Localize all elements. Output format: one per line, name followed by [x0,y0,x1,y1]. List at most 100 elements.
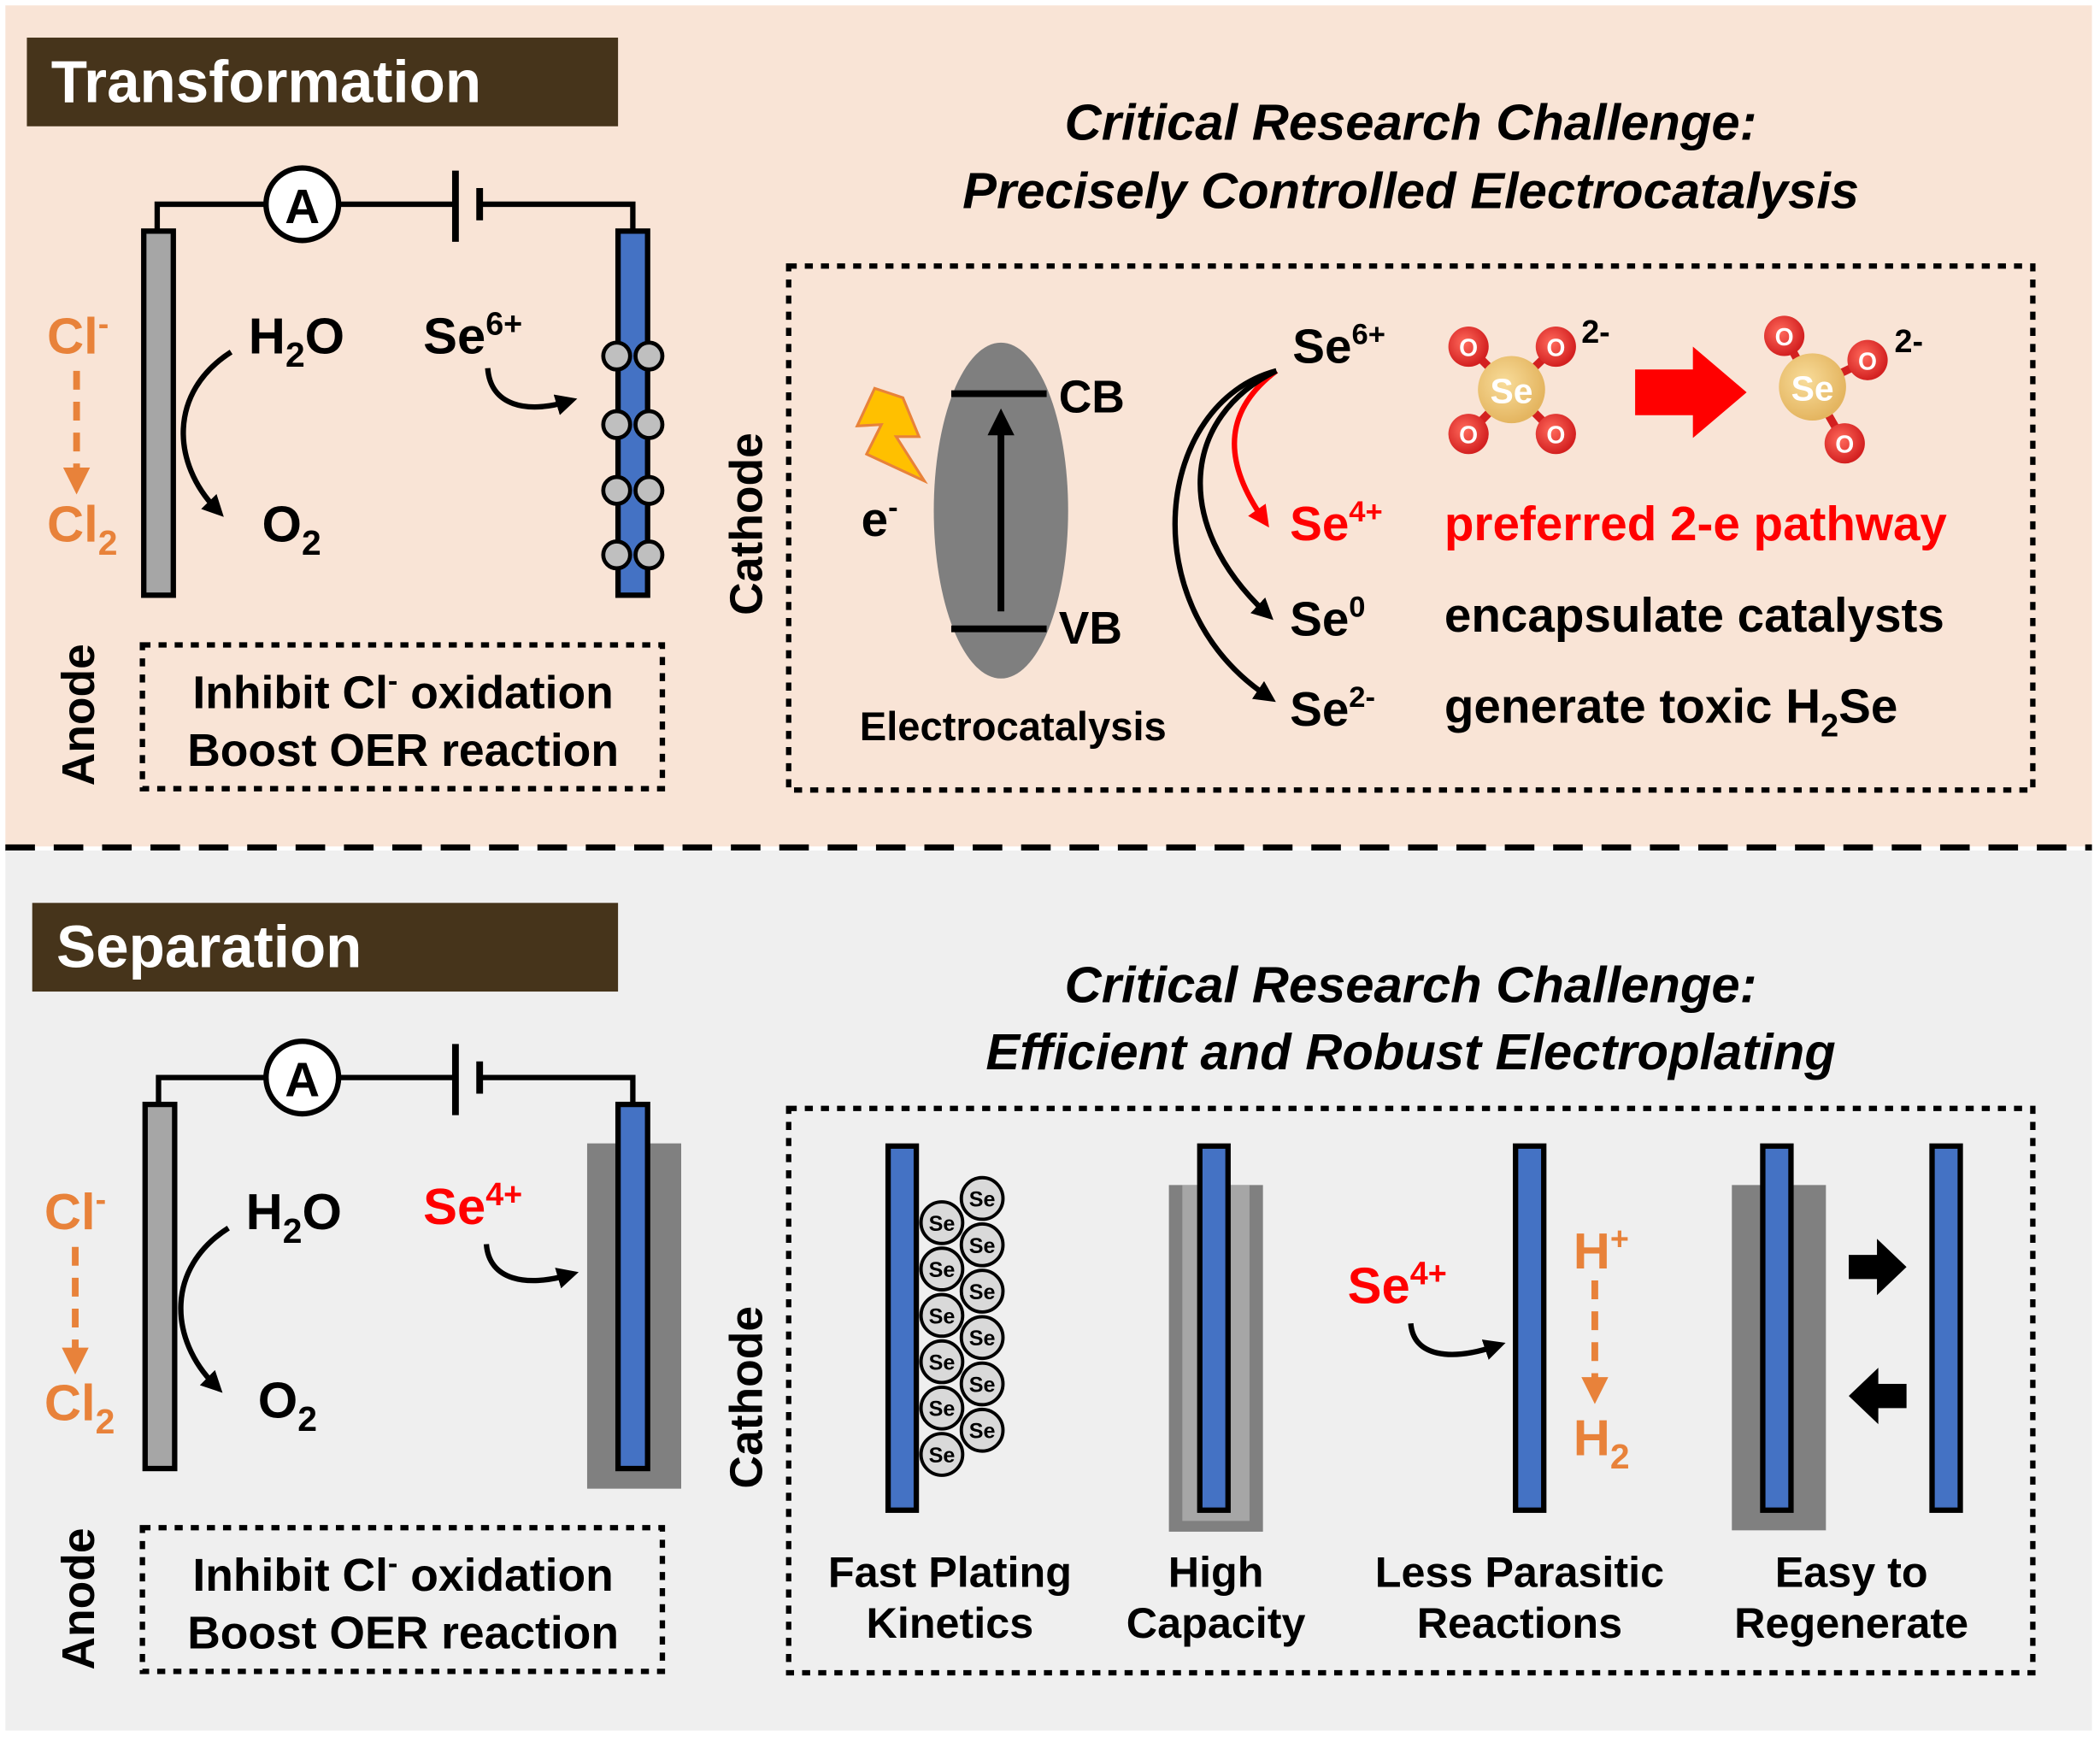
feature1-label-line2: Kinetics [867,1598,1034,1647]
top-challenge-box [785,263,2036,793]
lightning-icon [855,386,928,485]
oxygen-atom-label: O [1546,334,1565,362]
top-chloride-label: Cl- [47,305,109,364]
bottom-selenite-label: Se4+ [423,1176,522,1235]
top-anode-note-box [139,642,666,792]
se-particle-label: Se [929,1258,956,1282]
oxygen-atom [1764,315,1805,356]
bottom-cathode-electrode [615,1101,650,1472]
species-se6: Se6+ [1292,318,1385,373]
oxygen-atom-label: O [1546,421,1565,449]
bottom-challenge-subtitle: Efficient and Robust Electroplating [985,1023,1835,1080]
top-water-arrow [180,350,233,517]
feature1-electrode [885,1143,920,1513]
bottom-water-arrow [178,1226,230,1393]
bottom-water-label: H2O [246,1183,342,1251]
oxygen-atom-label: O [1775,323,1794,350]
se-particle-label: Se [929,1351,956,1375]
backward-arrow-icon [1849,1368,1907,1425]
se-particle [919,1432,965,1477]
pathway-toxic-text: generate toxic H2Se [1444,680,1897,744]
feature-less-parasitic: Se4+ H+ H2 Less Parasitic Reactions [1348,1143,1664,1647]
feature-high-capacity: High Capacity [1126,1143,1305,1647]
bottom-chlorine-label: Cl2 [44,1374,115,1441]
bottom-anode-label: Anode [54,1527,104,1669]
oxygen-atom-label: O [1835,431,1854,458]
valence-band-label: VB [1059,603,1122,654]
top-ammeter-label: A [285,180,320,233]
bottom-circuit-wire [156,1074,636,1105]
oxygen-atom [1535,414,1576,455]
feature3-electrode [1513,1143,1547,1513]
bottom-chloride-label: Cl- [44,1181,106,1240]
feature-easy-regenerate: Easy to Regenerate [1732,1143,1968,1647]
top-challenge-subtitle: Precisely Controlled Electrocatalysis [962,162,1859,220]
se-particle [959,1268,1005,1314]
molecule-charge: 2- [1894,323,1923,359]
feature3-label-line1: Less Parasitic [1375,1547,1664,1596]
se-particle-label: Se [969,1280,996,1304]
selenium-atom-label: Se [1791,368,1834,408]
feature1-label-line1: Fast Plating [828,1547,1072,1596]
bottom-anode-note-line1: Inhibit Cl- oxidation [192,1548,613,1601]
oxygen-atom [1448,414,1489,455]
catalyst-dot [633,474,665,506]
forward-arrow-icon [1849,1239,1907,1296]
selenium-atom-label: Se [1490,372,1532,411]
oxygen-atom-label: O [1858,347,1877,374]
feature2-electrode [1197,1143,1231,1513]
species-se2: Se2- [1290,681,1375,736]
species-se4: Se4+ [1290,496,1383,550]
top-anode-label: Anode [54,644,104,786]
reduction-arrow-se2 [1172,368,1278,703]
se-particle-label: Se [929,1304,956,1328]
top-chlorine-label: Cl2 [47,495,117,562]
separation-label-box [32,903,619,992]
se-particle-label: Se [969,1327,996,1351]
feature4-label-line2: Regenerate [1734,1598,1968,1647]
se-particle-label: Se [969,1234,996,1258]
se-particle [959,1222,1005,1268]
catalyst-dot [601,409,632,440]
separation-label: Separation [56,914,362,980]
top-cathode-catalyst-dots [601,340,665,571]
bottom-ammeter-icon [263,1039,342,1117]
top-water-label: H2O [249,307,344,374]
conversion-arrow-icon [1635,346,1747,438]
bottom-selenite-arrow [483,1244,579,1289]
selenium-atom [1478,356,1545,424]
catalyst-dot [601,539,632,571]
top-selenate-arrow [485,368,578,415]
reduction-arrow-se4 [1232,368,1279,528]
top-cathode-label: Cathode [721,433,772,615]
hydrogen-label: H2 [1574,1409,1630,1476]
top-anode-electrode [141,228,176,598]
se-particle [959,1407,1005,1453]
top-circuit-wire [154,201,636,232]
top-electron-label: e- [862,491,898,546]
se-particle [919,1339,965,1385]
top-anode-note-line1: Inhibit Cl- oxidation [192,665,613,718]
bottom-oxygen-label: O2 [258,1371,317,1439]
se-particle-label: Se [969,1373,996,1397]
bottom-anode-note-box [139,1525,666,1674]
oxygen-atom-label: O [1459,334,1478,362]
se-particle [919,1200,965,1245]
catalyst-dot [633,409,665,440]
selenate-molecule: Se O O O O 2- [1448,314,1610,455]
separation-panel: Separation Critical Research Challenge: … [5,850,2092,1731]
species-se0: Se0 [1290,591,1365,645]
top-circuit: A [154,165,636,244]
catalyst-dot [601,340,632,372]
top-selenate-label: Se6+ [423,305,522,364]
molecule-charge: 2- [1581,314,1610,350]
top-oxygen-label: O2 [262,495,321,562]
oxygen-atom-label: O [1459,421,1478,449]
oxygen-atom [1535,326,1576,368]
bottom-cathode-label: Cathode [721,1306,772,1489]
electrocatalysis-label: Electrocatalysis [860,703,1167,749]
se-particle [959,1361,1005,1407]
feature4-electrode-clean [1929,1143,1963,1513]
top-ammeter-icon [263,165,342,244]
